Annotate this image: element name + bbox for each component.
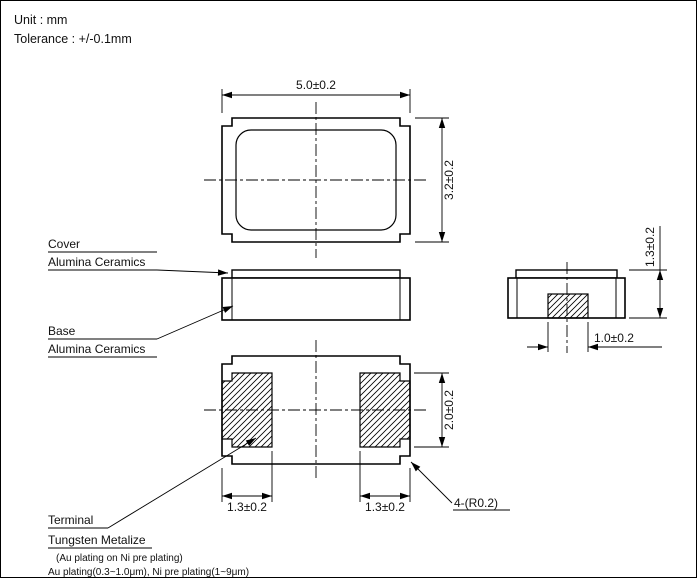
cover-label: Cover [48, 237, 80, 251]
front-view: Cover Alumina Ceramics Base Alumina Cera… [48, 237, 411, 358]
base-label: Base [48, 324, 76, 338]
corner-radius-callout: 4-(R0.2) [410, 461, 510, 511]
end-view-cover [515, 269, 618, 279]
height-dimension-label: 3.2±0.2 [442, 160, 456, 200]
plating-note: (Au plating on Ni pre plating) [56, 553, 183, 564]
unit-note: Unit : mm [14, 13, 67, 27]
end-view-terminal-pad [547, 293, 589, 319]
leader-line [410, 461, 453, 504]
metalize-label: Tungsten Metalize [48, 533, 146, 547]
base-callout: Base Alumina Ceramics [48, 305, 234, 358]
terminal-callout: Terminal Tungsten Metalize (Au plating o… [48, 437, 257, 578]
base-body [221, 277, 411, 321]
dimension-width: 5.0±0.2 [221, 78, 411, 113]
tolerance-note: Tolerance : +/-0.1mm [14, 32, 132, 46]
side-height-dimension-label: 1.3±0.2 [643, 227, 657, 267]
cover-callout: Cover Alumina Ceramics [48, 237, 229, 276]
header: Unit : mm Tolerance : +/-0.1mm [14, 13, 132, 46]
corner-radius-label: 4-(R0.2) [454, 496, 498, 510]
leader-line [156, 269, 229, 276]
width-dimension-label: 5.0±0.2 [296, 78, 336, 92]
pad-left-width-dimension-label: 1.3±0.2 [227, 500, 267, 514]
bottom-view: 2.0±0.2 1.3±0.2 1.3±0.2 4-(R0.2) [204, 340, 510, 514]
dimension-height: 3.2±0.2 [415, 117, 456, 243]
terminal-pad-right [359, 372, 411, 448]
pad-width-dimension-label: 1.0±0.2 [594, 331, 634, 345]
leader-line [107, 437, 257, 529]
dimension-side-height: 1.3±0.2 [629, 226, 667, 319]
dimension-pad-left-width: 1.3±0.2 [221, 451, 273, 514]
leader-line [156, 305, 234, 340]
plating-detail-note: Au plating(0.3~1.0μm), Ni pre plating(1~… [48, 567, 249, 578]
pad-right-width-dimension-label: 1.3±0.2 [365, 500, 405, 514]
dimension-pad-width: 1.0±0.2 [527, 322, 662, 352]
cover-plate [231, 269, 401, 279]
cover-material-label: Alumina Ceramics [48, 255, 145, 269]
dimension-pad-height: 2.0±0.2 [414, 372, 456, 448]
terminal-label: Terminal [48, 513, 93, 527]
top-view: 5.0±0.2 3.2±0.2 [204, 78, 456, 258]
pad-height-dimension-label: 2.0±0.2 [442, 390, 456, 430]
end-view: 1.0±0.2 1.3±0.2 [507, 226, 667, 353]
dimension-pad-right-width: 1.3±0.2 [359, 451, 411, 514]
base-material-label: Alumina Ceramics [48, 342, 145, 356]
